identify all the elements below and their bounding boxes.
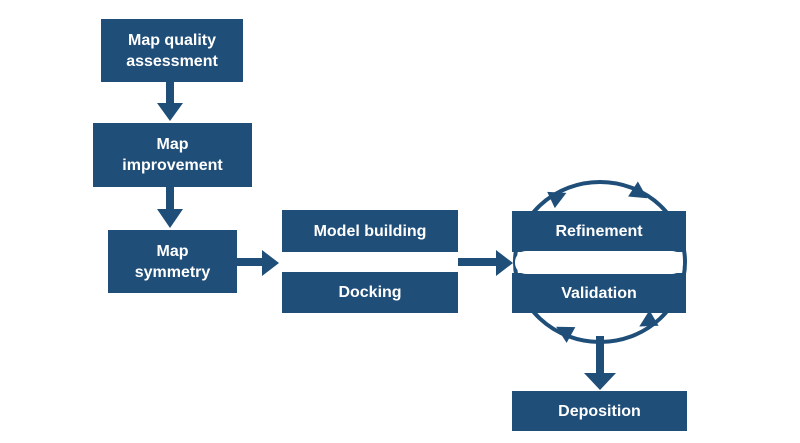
refinement-validation-gap-strip [515, 251, 683, 274]
arrow-cycle-to-deposition [584, 336, 616, 390]
node-docking: Docking [282, 272, 458, 313]
node-validation: Validation [512, 273, 686, 313]
node-label-line: symmetry [134, 263, 211, 281]
node-map-quality-assessment: Map quality assessment [101, 19, 243, 82]
node-label-line: Validation [561, 284, 637, 302]
node-label-line: assessment [126, 52, 218, 70]
node-map-symmetry: Map symmetry [108, 230, 237, 293]
node-label-line: Map [156, 242, 189, 260]
cycle-arrowhead-bottom-right-icon [639, 310, 659, 327]
node-label-line: improvement [122, 157, 223, 174]
node-label-line: Map [156, 136, 189, 153]
node-deposition: Deposition [512, 391, 687, 431]
arrow-model-building-docking-to-refinement-validation [458, 250, 513, 276]
node-refinement: Refinement [512, 211, 686, 252]
node-label-line: Model building [313, 222, 427, 240]
node-map-improvement: Map improvement [93, 123, 252, 187]
arrow-map-improvement-to-map-symmetry [157, 187, 183, 228]
node-label-line: Docking [338, 284, 402, 301]
cycle-arrowhead-top-left-icon [547, 191, 567, 209]
node-label-line: Deposition [558, 402, 641, 420]
node-label-line: Map quality [127, 31, 216, 49]
node-model-building: Model building [282, 210, 458, 252]
node-label-line: Refinement [555, 223, 643, 240]
cycle-arrowhead-bottom-left-icon [556, 326, 576, 343]
arrow-map-quality-to-map-improvement [157, 82, 183, 121]
arrow-map-symmetry-to-model-building-docking [237, 250, 279, 276]
cycle-arrowhead-top-right-icon [628, 181, 648, 199]
